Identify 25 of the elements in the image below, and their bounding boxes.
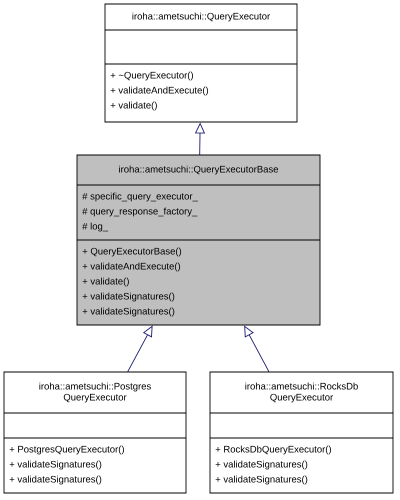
member-text: + validateSignatures() [216,460,308,470]
member-text: + validateSignatures() [216,476,308,484]
class-name: iroha::ametsuchi::QueryExecutor [132,12,270,22]
class-box [76,154,320,326]
member-text: + RocksDbQueryExecutor() [216,446,331,454]
class-name: iroha::ametsuchi::QueryExecutorBase [119,166,278,174]
member-text: + validateSignatures() [82,292,174,302]
class-box [4,372,186,494]
member-text: + validateAndExecute() [110,86,208,96]
member-text: + validateSignatures() [82,308,174,316]
class-box [104,4,298,122]
class-box [210,372,394,494]
member-text: + QueryExecutorBase() [82,248,182,256]
member-text: + validateSignatures() [10,476,102,484]
member-text: # specific_query_executor_ [82,192,198,202]
member-text: + ~QueryExecutor() [110,72,194,80]
member-text: + PostgresQueryExecutor() [10,446,124,454]
class-name: iroha::ametsuchi::Postgres QueryExecutor [39,382,151,402]
class-name: iroha::ametsuchi::RocksDb QueryExecutor [245,382,358,402]
member-text: # query_response_factory_ [82,208,198,216]
member-text: + validateAndExecute() [82,262,180,272]
member-text: + validate() [82,278,129,286]
member-text: # log_ [82,222,108,232]
member-text: + validate() [110,102,157,110]
member-text: + validateSignatures() [10,460,102,470]
